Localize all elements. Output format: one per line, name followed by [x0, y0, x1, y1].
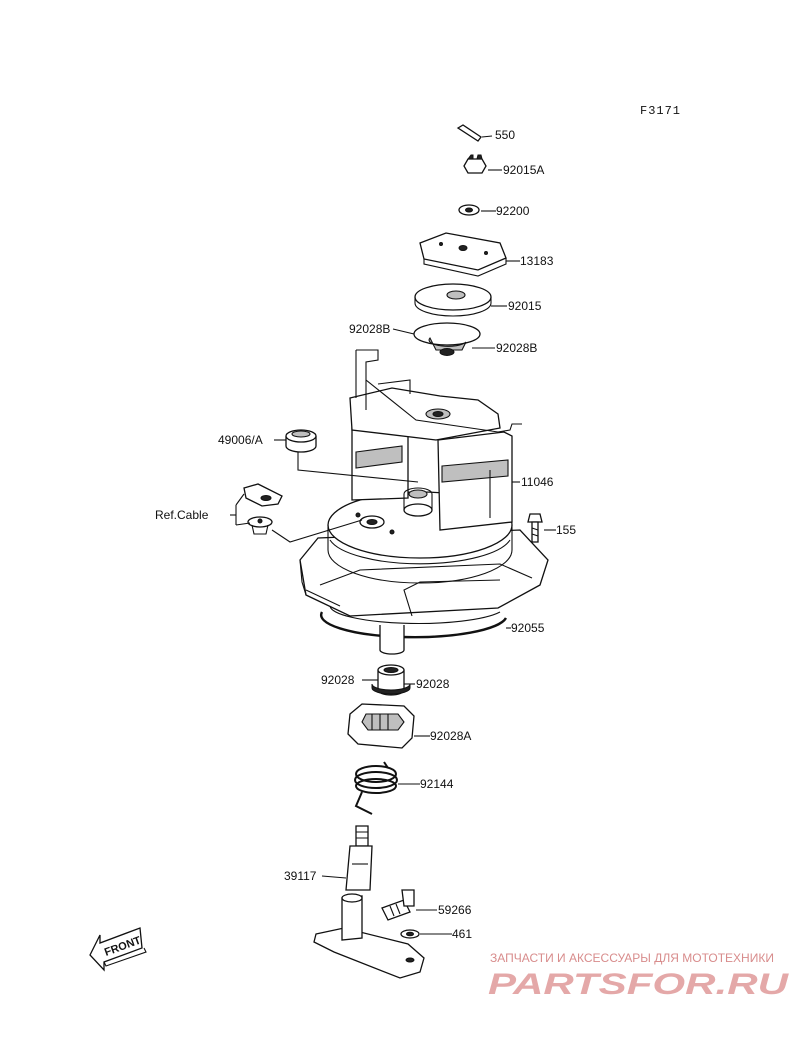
label-92028-right: 92028 [416, 677, 450, 691]
label-13183: 13183 [520, 254, 554, 268]
label-11046: 11046 [521, 475, 554, 489]
o-ring-92055 [320, 605, 511, 655]
seal-49006A [274, 429, 419, 483]
label-92144: 92144 [420, 777, 454, 791]
shaft-39117 [321, 825, 373, 891]
diagram-code: F3171 [640, 104, 681, 118]
plate-13183 [419, 232, 520, 277]
disc-92015 [414, 283, 507, 317]
label-92028A: 92028A [430, 729, 471, 743]
watermark-brand: PARTSFOR.RU [488, 968, 790, 1001]
label-92028-left: 92028 [321, 673, 355, 687]
gear-block-92028A [347, 703, 430, 749]
bushing-92028 [362, 664, 415, 696]
fitting-59266 [381, 889, 437, 921]
label-92028B-right: 92028B [496, 341, 537, 355]
label-49006A: 49006/A [218, 433, 263, 447]
ref-cable-parts [230, 483, 363, 543]
label-550: 550 [495, 128, 515, 142]
label-92028B-left: 92028B [349, 322, 390, 336]
label-92015A: 92015A [503, 163, 544, 177]
housing-11046 [299, 349, 549, 617]
castle-nut-92015A [463, 154, 502, 174]
spring-92144 [354, 761, 420, 815]
lever-arm [313, 893, 425, 979]
watermark-tagline: ЗАПЧАСТИ И АКСЕССУАРЫ ДЛЯ МОТОТЕХНИКИ [490, 951, 774, 965]
bolt-155 [527, 513, 556, 543]
label-92015: 92015 [508, 299, 542, 313]
label-59266: 59266 [438, 903, 472, 917]
label-39117: 39117 [284, 869, 317, 883]
label-461: 461 [452, 927, 472, 941]
label-92200: 92200 [496, 204, 530, 218]
label-92055: 92055 [511, 621, 545, 635]
label-155: 155 [556, 523, 576, 537]
front-arrow-icon: FRONT [89, 927, 147, 972]
label-ref-cable: Ref.Cable [155, 508, 209, 522]
cotter-pin-550 [456, 124, 493, 142]
washer-92200 [458, 204, 496, 216]
washer-461 [400, 929, 452, 939]
bushing-92028B [392, 322, 495, 356]
